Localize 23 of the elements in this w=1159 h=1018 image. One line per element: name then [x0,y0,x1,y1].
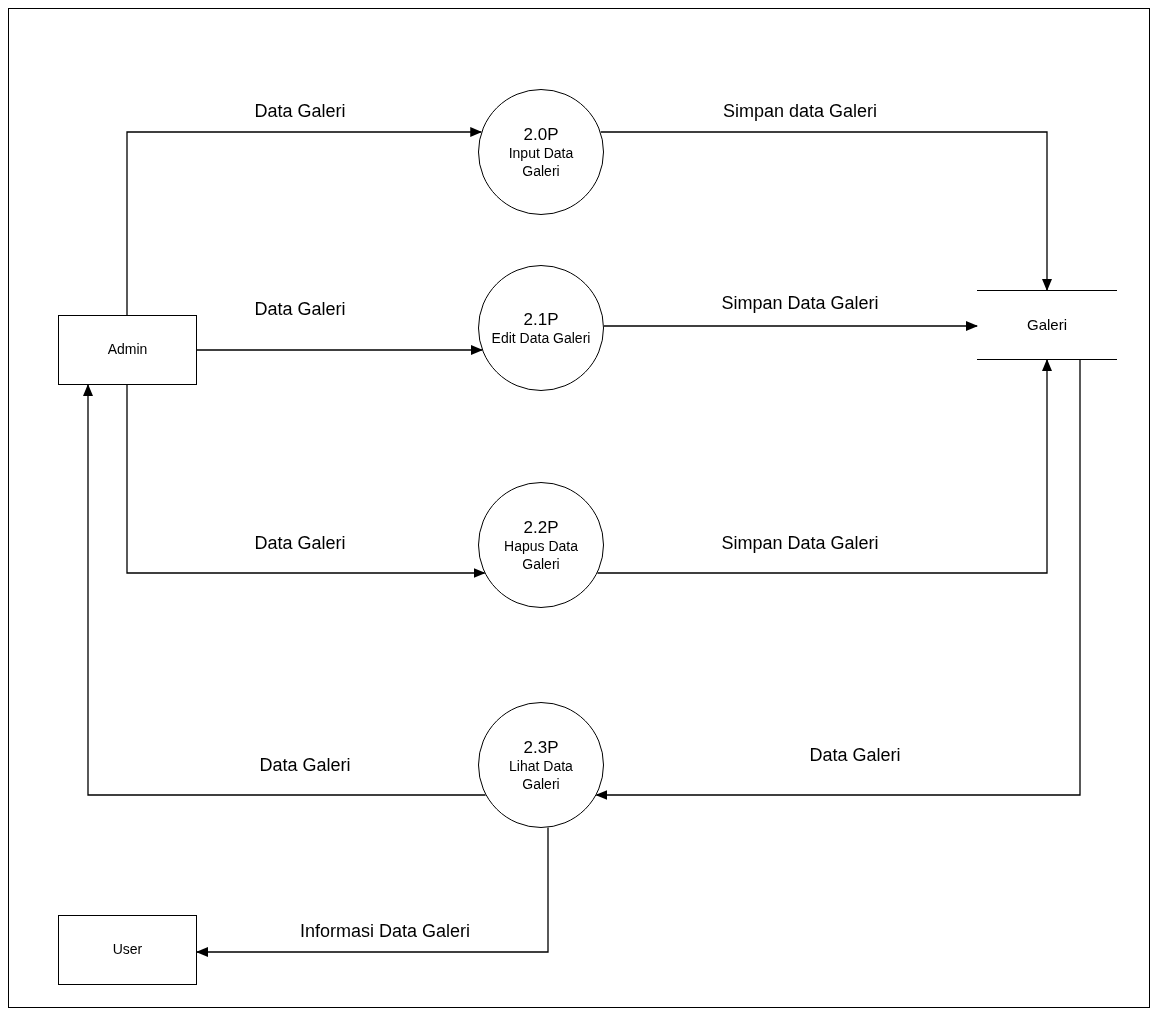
arrow [83,384,487,796]
arrow [196,826,549,957]
arrow [126,127,483,316]
entity-label: User [112,941,143,959]
arrow [603,321,978,331]
arrow [596,359,1052,574]
process-number: 2.0P [523,123,559,146]
process-name: Hapus Data Galeri [503,538,579,574]
arrow [196,345,483,355]
store-label: Galeri [1027,314,1067,335]
process-number: 2.3P [523,736,559,759]
process-name: Lihat Data Galeri [508,758,574,794]
process-name: Edit Data Galeri [491,329,591,348]
process-number: 2.2P [523,516,559,539]
entity-box [58,315,197,385]
entity-label: Admin [107,341,148,359]
process-number: 2.1P [523,308,559,330]
process-name: Input Data Galeri [507,145,575,181]
arrow [595,359,1081,800]
arrow [126,384,486,578]
entity-box [58,915,197,985]
data-store [977,290,1117,360]
arrow [600,131,1052,291]
